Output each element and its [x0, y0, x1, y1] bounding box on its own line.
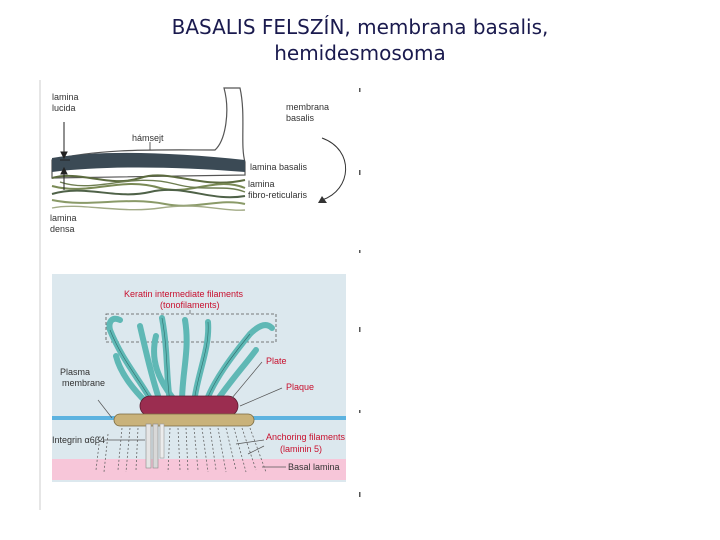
label-plasma-membrane-2: membrane	[62, 378, 105, 388]
fibro-reticular-fibers	[52, 175, 245, 210]
hemidesmosome-diagram: Keratin intermediate filaments (tonofila…	[52, 274, 346, 482]
label-plate: Plate	[266, 356, 287, 366]
basement-membrane-diagram: lamina lucida hámsejt membrana basalis l…	[50, 88, 346, 234]
label-plaque: Plaque	[286, 382, 314, 392]
label-lamina-lucida-2: lucida	[52, 103, 76, 113]
label-keratin-1: Keratin intermediate filaments	[124, 289, 244, 299]
membrana-basalis-arrowhead	[318, 196, 327, 203]
label-integrin: Integrin α6β4	[52, 435, 105, 445]
label-lamina-lucida-1: lamina	[52, 92, 79, 102]
label-plasma-membrane-1: Plasma	[60, 367, 90, 377]
hemidesmosome-plaque	[140, 396, 238, 416]
label-membrana-basalis-2: basalis	[286, 113, 315, 123]
label-lamina-densa-1: lamina	[50, 213, 77, 223]
right-scan-marks	[359, 88, 361, 497]
membrana-basalis-arrow	[322, 138, 346, 200]
label-anchoring-filaments-1: Anchoring filaments	[266, 432, 346, 442]
label-membrana-basalis-1: membrana	[286, 102, 329, 112]
label-lamina-basalis: lamina basalis	[250, 162, 308, 172]
label-keratin-2: (tonofilaments)	[160, 300, 220, 310]
label-anchoring-filaments-2: (laminin 5)	[280, 444, 322, 454]
label-lamina-fibroreticularis-2: fibro-reticularis	[248, 190, 308, 200]
attachment-plate	[114, 414, 254, 426]
label-basal-lamina: Basal lamina	[288, 462, 340, 472]
label-lamina-fibroreticularis-1: lamina	[248, 179, 275, 189]
label-lamina-densa-2: densa	[50, 224, 75, 234]
label-hamsejt: hámsejt	[132, 133, 164, 143]
